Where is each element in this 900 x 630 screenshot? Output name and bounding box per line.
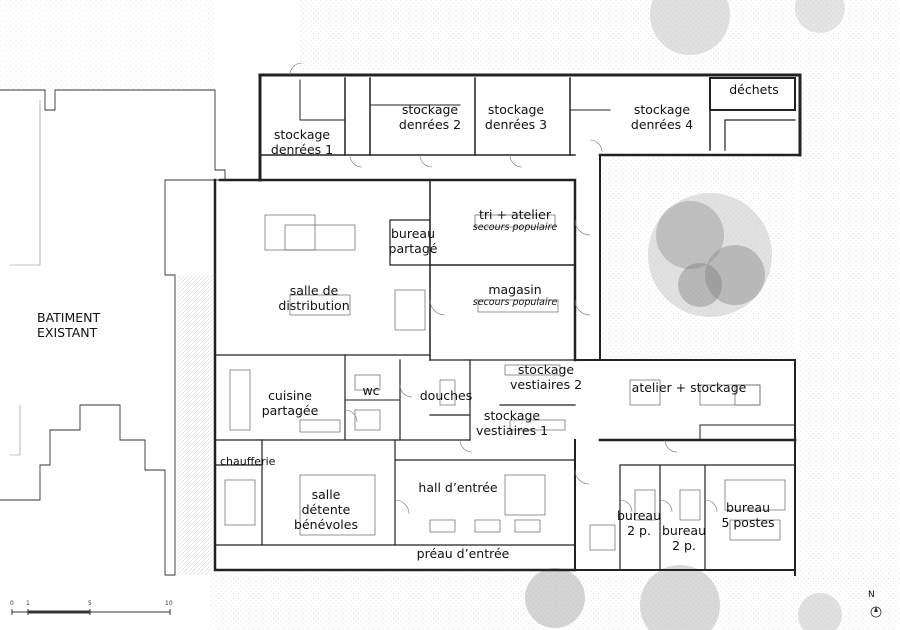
side-walkway: [178, 275, 213, 575]
room-label-line: partagée: [261, 403, 319, 418]
room-label-line: stockage: [487, 102, 545, 117]
scale-tick-label: 0: [10, 600, 14, 607]
room-label-line: bureau: [390, 226, 435, 241]
room-label-line: denrées 1: [270, 142, 334, 157]
room-bureau-5-postes: bureau 5 postes: [721, 500, 774, 530]
room-bureau-2p-b: bureau 2 p.: [662, 523, 706, 553]
room-label-line: denrées 3: [484, 117, 548, 132]
room-label-line: salle: [311, 487, 341, 502]
label-batiment-existant: BATIMENT EXISTANT: [37, 310, 100, 340]
room-label-line: BATIMENT: [37, 310, 101, 325]
room-douches: douches: [420, 388, 473, 403]
room-label-line: bureau: [662, 523, 706, 538]
scale-bar: [11, 609, 171, 615]
room-label-line: stockage: [517, 362, 575, 377]
doors: [289, 62, 718, 515]
room-stockage-denrees-1: stockage denrées 1: [271, 127, 333, 157]
building-walls: [213, 73, 802, 576]
room-label-line: stockage: [273, 127, 331, 142]
room-label-line: bureau: [726, 500, 770, 515]
room-label-line: EXISTANT: [37, 325, 98, 340]
room-preau-entree: préau d’entrée: [417, 546, 510, 561]
scale-tick-label: 5: [88, 600, 92, 607]
room-label-line: distribution: [278, 298, 350, 313]
scale-tick-label: 10: [165, 600, 173, 607]
room-label-line: stockage: [401, 102, 459, 117]
room-label-line: détente: [301, 502, 351, 517]
room-hall-entree: hall d’entrée: [418, 480, 497, 495]
room-label-line: denrées 2: [398, 117, 462, 132]
room-label-line: vestiaires 1: [475, 423, 549, 438]
room-label-line: denrées 4: [630, 117, 694, 132]
room-label-line: préau d’entrée: [416, 546, 510, 561]
room-sublabel: secours populaire: [472, 222, 558, 233]
ground-left-top: [0, 0, 215, 90]
room-salle-distribution: salle de distribution: [278, 283, 349, 313]
room-atelier-stockage: atelier + stockage: [632, 380, 747, 395]
room-salle-detente: salle détente bénévoles: [294, 487, 358, 532]
room-label-line: chaufferie: [220, 455, 276, 468]
ground-top: [300, 0, 900, 70]
room-label-line: vestiaires 2: [509, 377, 583, 392]
room-label-line: stockage: [483, 408, 541, 423]
furniture: [224, 214, 786, 551]
room-label-line: salle de: [289, 283, 339, 298]
room-label-line: atelier + stockage: [631, 380, 747, 395]
room-chaufferie: chaufferie: [220, 454, 275, 469]
ground-right: [800, 70, 900, 580]
room-label-line: stockage: [633, 102, 691, 117]
room-bureau-2p-a: bureau 2 p.: [617, 508, 661, 538]
room-dechets: déchets: [729, 82, 779, 97]
tree-bottom: [525, 565, 842, 630]
tree-top: [650, 0, 845, 55]
room-label-line: cuisine: [268, 388, 312, 403]
room-label-line: douches: [419, 388, 473, 403]
room-label-line: wc: [362, 383, 380, 398]
room-stockage-denrees-2: stockage denrées 2: [399, 102, 461, 132]
north-label: N: [868, 590, 875, 600]
tree-courtyard: [648, 193, 772, 317]
room-tri-atelier: tri + atelier secours populaire: [473, 207, 557, 234]
room-label-line: 2 p.: [672, 538, 696, 553]
room-bureau-partage: bureau partagé: [389, 226, 438, 256]
existing-building-inner: [10, 100, 41, 456]
room-label-line: tri + atelier: [479, 207, 551, 222]
room-stockage-denrees-4: stockage denrées 4: [631, 102, 693, 132]
room-label-line: bureau: [617, 508, 661, 523]
room-stockage-vestiaires-2: stockage vestiaires 2: [510, 362, 582, 392]
room-wc: wc: [362, 383, 379, 398]
scale-tick-label: 1: [26, 600, 30, 607]
existing-building-outline: [0, 89, 226, 576]
room-magasin: magasin secours populaire: [473, 282, 557, 309]
room-label-line: magasin: [488, 282, 542, 297]
room-cuisine-partagee: cuisine partagée: [262, 388, 319, 418]
room-stockage-denrees-3: stockage denrées 3: [485, 102, 547, 132]
room-label-line: partagé: [388, 241, 438, 256]
north-arrow-icon: [870, 606, 882, 618]
room-label-line: 5 postes: [721, 515, 775, 530]
room-stockage-vestiaires-1: stockage vestiaires 1: [476, 408, 548, 438]
room-label-line: bénévoles: [294, 517, 358, 532]
room-label-line: déchets: [729, 82, 779, 97]
room-label-line: hall d’entrée: [418, 480, 498, 495]
room-sublabel: secours populaire: [472, 297, 558, 308]
room-label-line: 2 p.: [627, 523, 651, 538]
